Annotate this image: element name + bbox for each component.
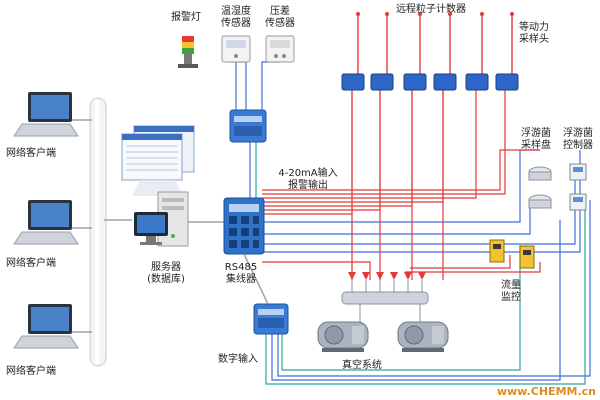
particle-counter-icon	[370, 12, 394, 91]
plankton-sampler-icon	[528, 194, 552, 209]
vacuum-system-label: 真空系统	[342, 360, 382, 371]
plankton-sampler-icon	[528, 166, 552, 181]
flow-monitor-icon	[489, 239, 535, 269]
particle-counter-icon	[495, 12, 519, 91]
digital-input-module-icon	[253, 303, 289, 335]
alarm-light-label: 报警灯	[171, 12, 201, 23]
vacuum-pump-icon	[317, 321, 369, 352]
vacuum-manifold	[341, 280, 429, 322]
pressure-sensor-label: 压差 传感器	[265, 6, 295, 29]
particle-counter-icon	[433, 12, 457, 91]
network-client-label-1: 网络客户端	[6, 148, 56, 159]
analog-io-label: 4-20mA输入 报警输出	[278, 168, 338, 191]
network-client-label-3: 网络客户端	[6, 366, 56, 377]
software-screens-icon	[121, 125, 195, 196]
particle-counter-icon	[403, 12, 427, 91]
alarm-light-icon	[178, 36, 198, 68]
network-client-label-2: 网络客户端	[6, 258, 56, 269]
digital-input-label: 数字输入	[218, 354, 258, 365]
isokinetic-probe-label: 等动力 采样头	[519, 22, 549, 45]
rs485-hub-icon	[223, 197, 265, 255]
teal-signal-lines	[255, 140, 586, 385]
temp-humidity-sensor-label: 温湿度 传感器	[221, 6, 251, 29]
pressure-sensor-icon	[265, 35, 295, 63]
laptop-icon	[13, 92, 79, 137]
laptop-icon	[13, 200, 79, 245]
plankton-sampler-label: 浮游菌 采样盘	[521, 128, 551, 151]
valve-row	[348, 272, 426, 280]
temp-humidity-sensor-icon	[221, 35, 251, 63]
particle-counter-icon	[465, 12, 489, 91]
remote-particle-counters-label: 远程粒子计数器	[396, 4, 466, 15]
red-signal-lines	[262, 90, 541, 280]
plankton-controller-label: 浮游菌 控制器	[563, 128, 593, 151]
network-backbone	[89, 97, 107, 367]
particle-counter-icon	[341, 12, 365, 91]
server-icon	[134, 191, 189, 247]
plankton-controller-icon	[569, 163, 587, 211]
watermark: www.CHEMM.cn	[496, 385, 596, 398]
server-label: 服务器 (数据库)	[147, 262, 185, 285]
flow-monitor-label: 流量 监控	[501, 280, 521, 303]
laptop-icon	[13, 304, 79, 349]
analog-io-module-icon	[229, 109, 267, 143]
vacuum-pump-icon	[397, 321, 449, 352]
particle-counter-row	[341, 12, 519, 91]
rs485-hub-label: RS485 集线器	[224, 262, 258, 285]
hub-digital-link	[243, 253, 269, 305]
